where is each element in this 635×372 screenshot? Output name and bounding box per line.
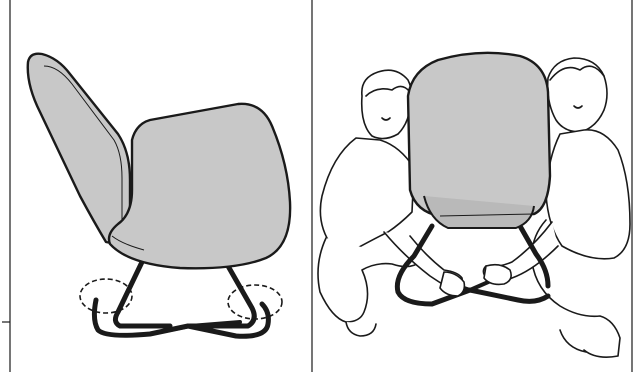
- base-front-leg: [115, 262, 170, 326]
- chair-front-view: [408, 53, 550, 228]
- backrest-shell: [28, 54, 130, 244]
- person-left-head: [362, 70, 412, 138]
- chair-base-frame: [94, 262, 268, 336]
- person-right-hand: [484, 265, 511, 285]
- left-panel: [28, 54, 290, 337]
- person-left-foot: [346, 322, 376, 336]
- chair-front-shell: [408, 53, 550, 216]
- seat-shell: [109, 104, 290, 268]
- right-panel: [318, 53, 630, 357]
- person-right-torso: [546, 130, 630, 259]
- chair-backrest-side: [28, 54, 130, 244]
- chair-seat-side: [109, 104, 290, 268]
- base-rear-leg: [190, 266, 254, 326]
